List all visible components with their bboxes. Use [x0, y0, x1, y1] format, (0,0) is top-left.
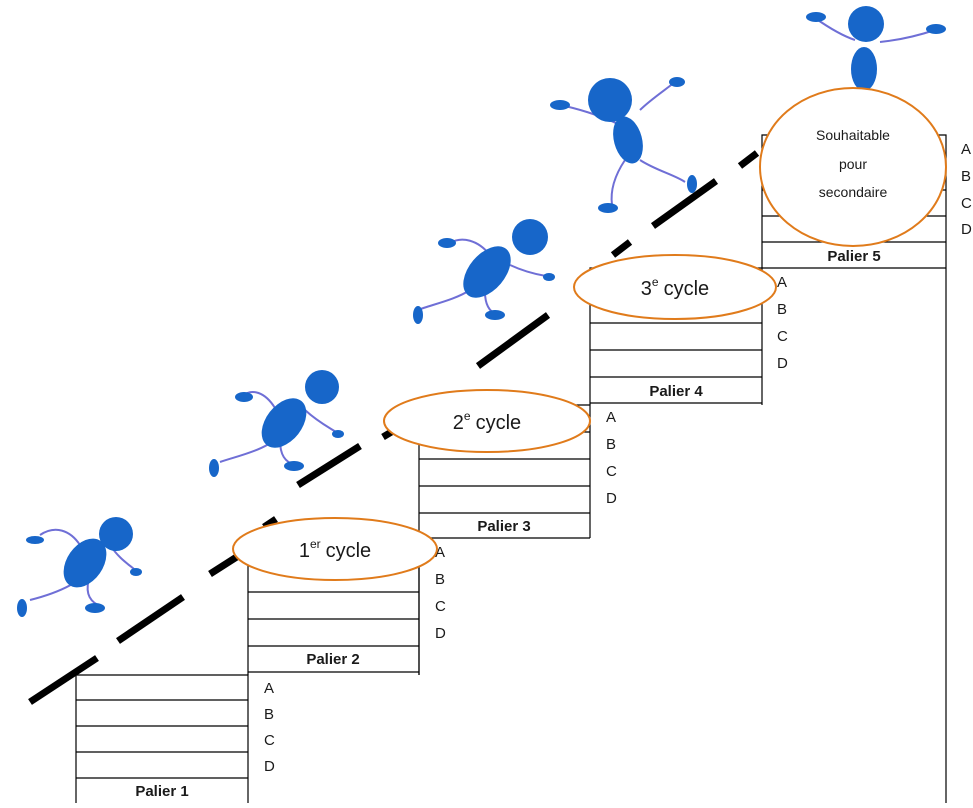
secondary-label-line-1: Souhaitable: [816, 127, 890, 143]
palier-2-levels: A B C D: [435, 544, 446, 642]
level-letter: B: [961, 168, 971, 185]
level-letter: D: [777, 355, 788, 372]
cycle-3-number: 3: [641, 278, 652, 300]
palier-4-label: Palier 4: [649, 383, 703, 400]
palier-1-label: Palier 1: [135, 783, 188, 800]
level-letter: C: [264, 732, 275, 749]
secondary-label-line-2: pour: [839, 156, 867, 172]
level-letter: A: [264, 680, 274, 697]
level-letter: B: [606, 436, 616, 453]
cycle-1-number: 1: [299, 540, 310, 562]
level-letter: A: [435, 544, 445, 561]
level-letter: D: [435, 625, 446, 642]
cycle-1-word: cycle: [326, 540, 372, 562]
palier-1-levels: A B C D: [264, 680, 275, 775]
level-letter: B: [435, 571, 445, 588]
palier-5-levels: A B C D: [961, 141, 972, 238]
jumping-figure-icon: [550, 77, 697, 213]
palier-3-levels: A B C D: [606, 409, 617, 507]
cycle-2-number: 2: [453, 412, 464, 434]
level-letter: C: [961, 195, 972, 212]
level-letter: B: [777, 301, 787, 318]
level-letter: A: [961, 141, 971, 158]
cycle-1-superscript: er: [310, 537, 321, 551]
level-letter: B: [264, 706, 274, 723]
secondary-target-badge: Souhaitable pour secondaire: [759, 87, 947, 247]
palier-1-step: [75, 674, 249, 803]
level-letter: C: [606, 463, 617, 480]
palier-3-label: Palier 3: [477, 518, 530, 535]
cycle-2-word: cycle: [476, 412, 522, 434]
runner-figure-icon: [209, 370, 344, 477]
cycle-3-superscript: e: [652, 275, 659, 289]
level-letter: C: [777, 328, 788, 345]
palier-4-levels: A B C D: [777, 274, 788, 372]
level-letter: A: [777, 274, 787, 291]
celebrating-figure-icon: [806, 6, 946, 91]
level-letter: C: [435, 598, 446, 615]
level-letter: A: [606, 409, 616, 426]
level-letter: D: [606, 490, 617, 507]
palier-5-label: Palier 5: [827, 248, 880, 265]
runner-figure-icon: [413, 219, 555, 324]
cycle-2-superscript: e: [464, 409, 471, 423]
palier-2-label: Palier 2: [306, 651, 359, 668]
level-letter: D: [961, 221, 972, 238]
runner-figure-icon: [17, 517, 142, 617]
level-letter: D: [264, 758, 275, 775]
secondary-label-line-3: secondaire: [819, 184, 888, 200]
cycle-3-word: cycle: [664, 278, 710, 300]
dashed-progress-line: [28, 150, 760, 705]
